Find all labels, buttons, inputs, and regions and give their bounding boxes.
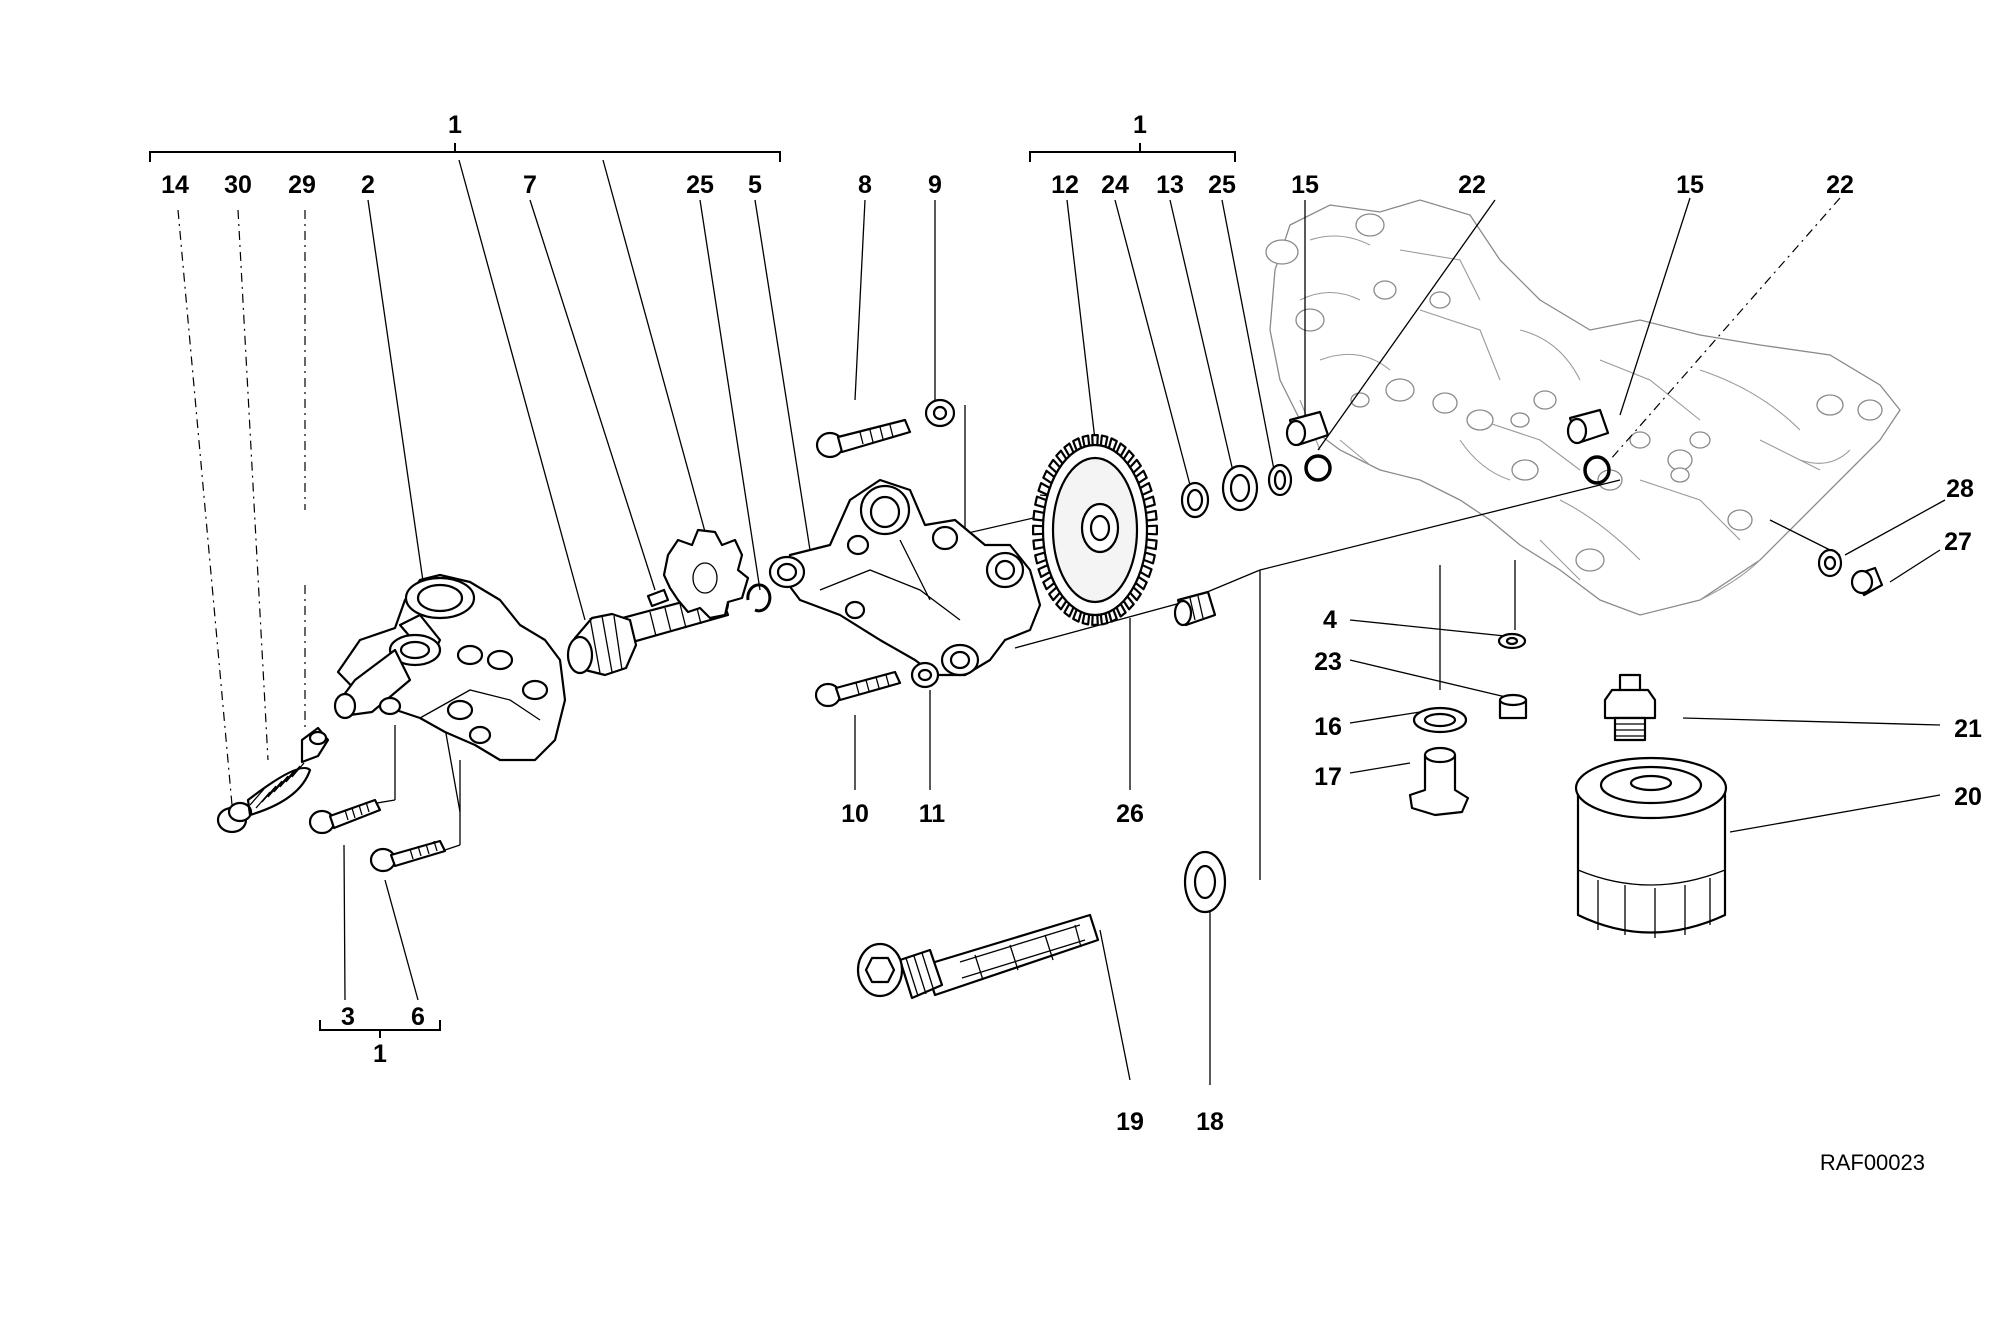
pump-key-icon [646,588,670,608]
o-ring-icon [1304,454,1332,482]
group-brace-left [149,143,781,162]
cover-washer-icon [924,398,956,428]
gear-tooth [1091,613,1099,626]
callout-25: 25 [1208,171,1236,199]
drive-gear-icon [1032,434,1158,626]
gear-tooth [1145,524,1158,536]
drain-plug-icon [1408,746,1470,817]
group-label: 1 [1133,111,1147,139]
cover-screw-icon [815,418,912,459]
cover-washer-icon [910,661,940,689]
group-label: 1 [448,111,462,139]
callout-14: 14 [161,171,189,199]
callout-21: 21 [1954,715,1982,743]
callout-23: 23 [1314,648,1342,676]
callout-7: 7 [523,171,537,199]
callout-12: 12 [1051,171,1079,199]
callout-6: 6 [411,1003,425,1031]
callout-18: 18 [1196,1108,1224,1136]
callout-2: 2 [361,171,375,199]
callout-10: 10 [841,800,869,828]
seal-washer-icon [1817,548,1843,578]
callout-17: 17 [1314,763,1342,791]
strainer-seal-icon [1183,850,1227,914]
callout-11: 11 [919,800,946,828]
drain-plug-icon [1850,566,1884,597]
drawing-code: RAF00023 [1820,1150,1925,1175]
seal-washer-icon [1412,706,1468,734]
callout-26: 26 [1116,800,1144,828]
callout-29: 29 [288,171,316,199]
callout-24: 24 [1101,171,1129,199]
callout-30: 30 [224,171,252,199]
relief-spring-icon [246,762,312,817]
callout-16: 16 [1314,713,1342,741]
group-label: 1 [373,1040,387,1068]
callout-28: 28 [1946,475,1974,503]
callout-labels: 1 1 1 14 30 29 2 7 25 5 8 9 12 24 13 25 … [161,111,1982,1175]
group-brace-middle [1029,143,1236,162]
oil-filter-icon [1574,756,1728,938]
oil-pump-body-icon [333,573,567,762]
callout-19: 19 [1116,1108,1144,1136]
callout-22: 22 [1458,171,1486,199]
seal-ring-icon [1221,464,1259,512]
pump-screw-icon [308,798,382,835]
gear-tooth [1091,434,1099,447]
group-brace-bottom [319,1020,441,1038]
callout-25: 25 [686,171,714,199]
callout-3: 3 [341,1003,355,1031]
callout-9: 9 [928,171,942,199]
callout-4: 4 [1323,606,1337,634]
dowel-bush-icon [1285,410,1330,447]
callout-13: 13 [1156,171,1184,199]
filter-cartridge-icon [856,913,1100,1000]
callout-15: 15 [1676,171,1704,199]
gear-tooth [1032,524,1045,536]
callout-27: 27 [1944,528,1972,556]
o-ring-icon [1583,455,1611,485]
circlip-icon [746,583,772,613]
callout-20: 20 [1954,783,1982,811]
callout-8: 8 [858,171,872,199]
drain-plug-icon [1498,693,1528,720]
bush-ring-icon [1180,481,1210,519]
pump-screw-icon [369,839,447,873]
dowel-bush-icon [1566,408,1610,445]
pump-cover-icon [768,478,1042,677]
callout-15: 15 [1291,171,1319,199]
pump-rotor-icon [662,528,750,620]
jet-nozzle-icon [1173,590,1217,627]
relief-valve-icon [300,726,330,764]
callout-5: 5 [748,171,762,199]
seal-washer-icon [1497,632,1527,650]
filter-nipple-icon [1603,673,1657,742]
callout-22: 22 [1826,171,1854,199]
cover-screw-icon [814,670,902,708]
crankcase-icon [1265,199,1901,616]
relief-plug-icon [216,801,253,834]
circlip-icon [1267,463,1293,497]
